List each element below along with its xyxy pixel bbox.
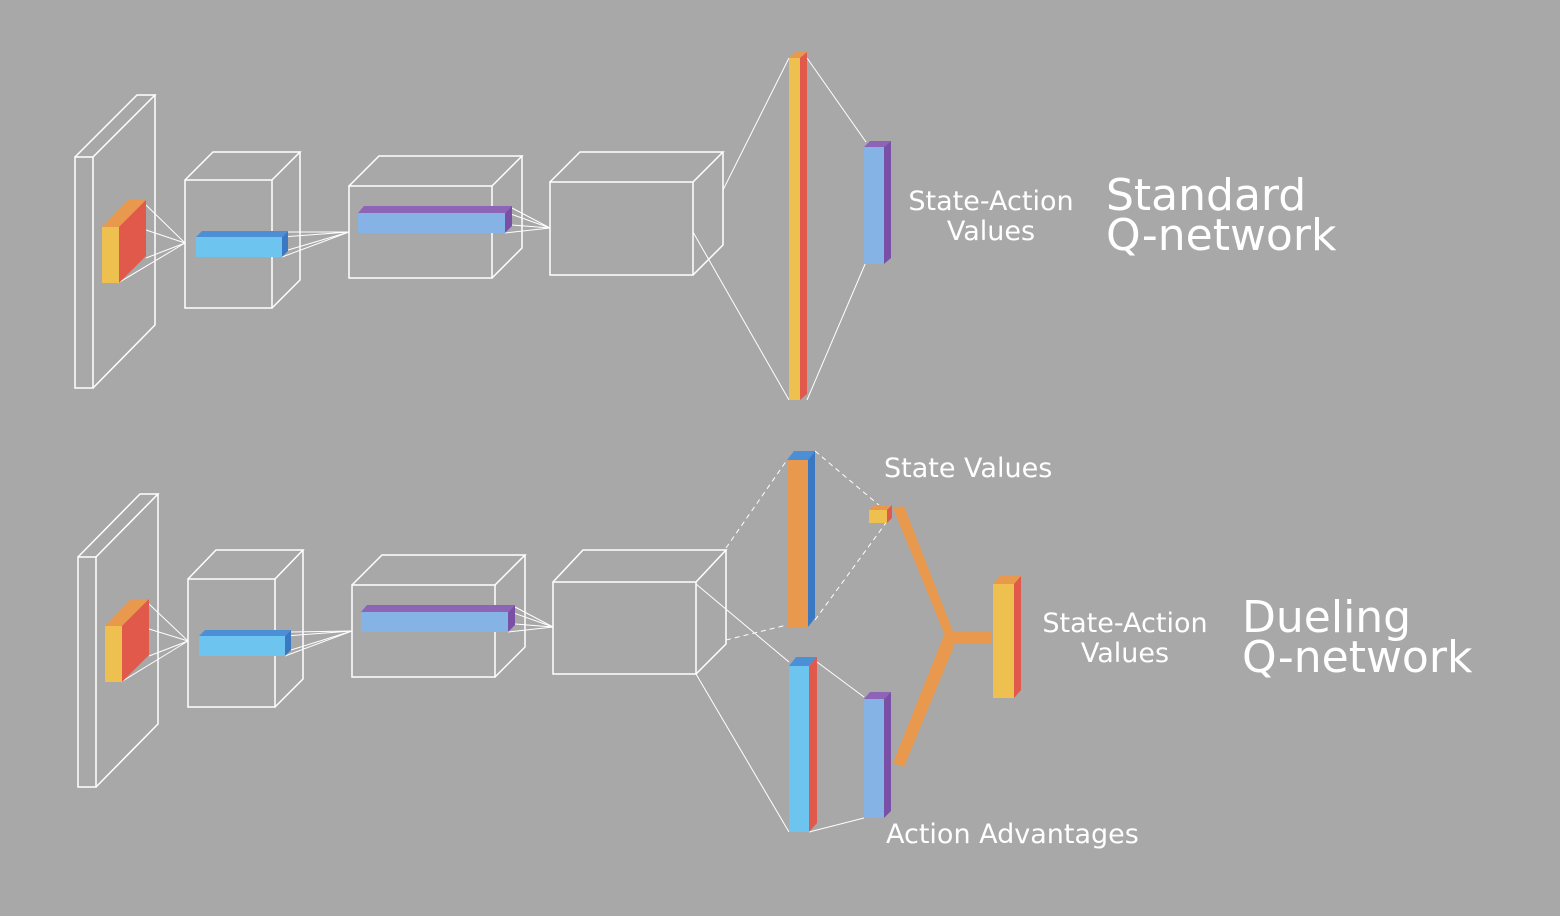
dueling-conv2-box bbox=[351, 554, 527, 678]
standard-output-label: State-Action Values bbox=[896, 187, 1086, 247]
standard-q-network bbox=[74, 52, 891, 401]
standard-title-line2: Q-network bbox=[1106, 210, 1337, 261]
dueling-title: Dueling Q-network bbox=[1242, 592, 1473, 683]
dueling-output-layer bbox=[993, 576, 1021, 698]
dueling-output-label-line1: State-Action bbox=[1042, 608, 1208, 639]
advantage-stream-layer bbox=[789, 657, 817, 832]
standard-input-filter bbox=[102, 200, 146, 283]
standard-conv2-feature bbox=[358, 206, 512, 233]
advantage-output bbox=[864, 692, 891, 818]
state-value-stream-layer bbox=[787, 451, 815, 627]
dueling-output-label-line2: Values bbox=[1080, 638, 1170, 669]
dueling-title-line1: Dueling bbox=[1242, 592, 1412, 643]
action-advantages-label: Action Advantages bbox=[886, 819, 1139, 850]
standard-output-label-line1: State-Action bbox=[908, 186, 1074, 217]
dueling-conv3-box bbox=[552, 549, 728, 675]
standard-output-label-line2: Values bbox=[946, 216, 1036, 247]
standard-title-line1: Standard bbox=[1106, 170, 1307, 221]
dueling-dashed-lines bbox=[725, 450, 889, 641]
dueling-input-frame bbox=[77, 493, 160, 788]
dueling-title-line2: Q-network bbox=[1242, 632, 1473, 683]
state-value-output bbox=[869, 505, 892, 523]
standard-input-frame bbox=[74, 94, 157, 389]
standard-conv2-box bbox=[348, 155, 524, 279]
standard-conv1-box bbox=[184, 151, 302, 309]
dueling-conv1-box bbox=[187, 549, 305, 708]
dueling-input-filter bbox=[105, 599, 149, 682]
standard-title: Standard Q-network bbox=[1106, 170, 1337, 261]
standard-connection-lines bbox=[117, 57, 867, 401]
standard-conv3-box bbox=[549, 151, 725, 276]
dueling-conv1-feature bbox=[199, 630, 291, 656]
dueling-conv2-feature bbox=[361, 605, 515, 632]
dueling-connection-lines bbox=[120, 583, 865, 833]
dueling-output-label: State-Action Values bbox=[1030, 609, 1220, 669]
aggregation-connector bbox=[893, 506, 992, 767]
state-values-label: State Values bbox=[884, 453, 1053, 484]
standard-fc-layer bbox=[789, 52, 807, 400]
standard-output-layer bbox=[864, 141, 891, 264]
dueling-q-network bbox=[77, 450, 1021, 833]
standard-conv1-feature bbox=[196, 231, 288, 257]
